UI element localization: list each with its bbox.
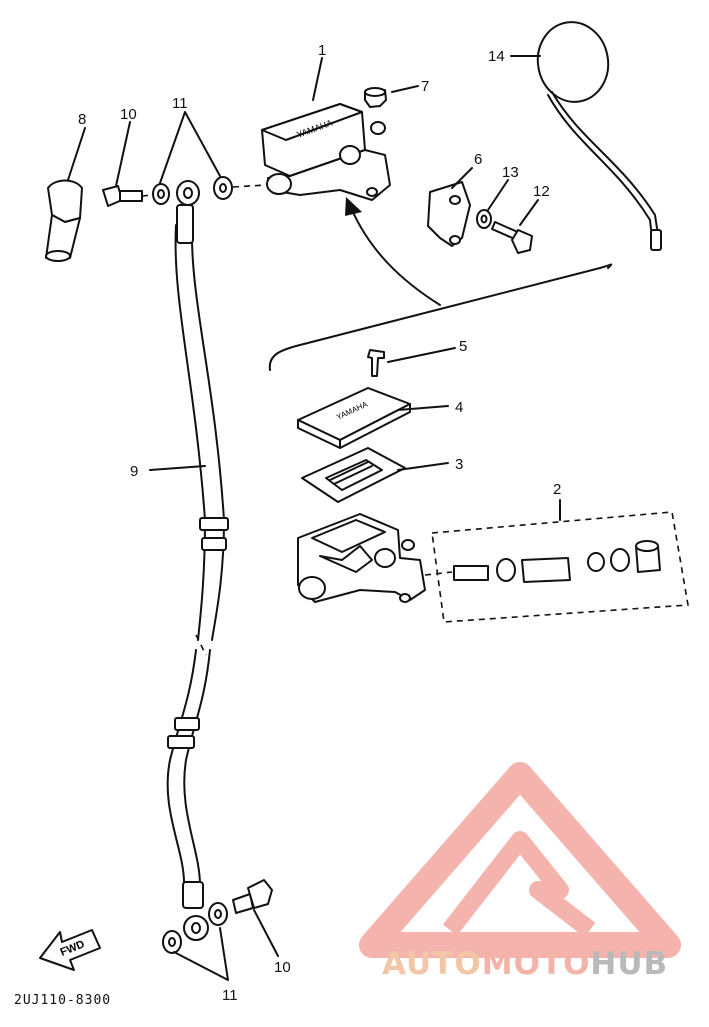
master-cylinder-body (297, 513, 426, 603)
washer-13 (476, 209, 492, 229)
callout-5: 5 (459, 338, 467, 355)
piston-kit (424, 511, 689, 623)
hose-end-bottom (183, 915, 209, 941)
assembly-line-1 (141, 194, 153, 197)
callout-3: 3 (455, 456, 463, 473)
callouts: 1 2 3 4 5 6 7 8 9 10 10 11 11 12 13 14 (78, 42, 561, 1004)
assembly-line-2 (232, 184, 267, 188)
hose-end-top (176, 180, 200, 206)
watermark-brand: AUTOMOTOHUB (382, 946, 668, 982)
boot-cover (45, 179, 83, 262)
fwd-arrow: FWD (39, 929, 101, 971)
bolt-12 (491, 221, 533, 254)
callout-1: 1 (318, 42, 326, 59)
mirror (536, 21, 662, 251)
callout-13: 13 (502, 164, 519, 181)
callout-7: 7 (421, 78, 429, 95)
callout-12: 12 (533, 183, 550, 200)
callout-6: 6 (474, 151, 482, 168)
reservoir-cap: YAMAHA (297, 387, 411, 449)
gasket-top-1 (152, 183, 170, 205)
brake-hose (166, 204, 229, 909)
callout-11-top: 11 (172, 95, 188, 112)
callout-14: 14 (488, 48, 505, 65)
cap-screw (364, 87, 387, 108)
callout-4: 4 (455, 399, 463, 416)
watermark-brand-hub: HUB (590, 946, 668, 982)
watermark-brand-moto: MOTO (482, 946, 591, 982)
leader-lines (67, 55, 561, 981)
union-bolt-top (102, 185, 143, 207)
gasket-bottom-2 (208, 902, 228, 926)
watermark-brand-auto: AUTO (382, 946, 482, 982)
watermark-logo (359, 762, 681, 958)
callout-2: 2 (553, 481, 561, 498)
callout-9: 9 (130, 463, 138, 480)
union-bolt-bottom (232, 879, 273, 914)
gasket-top-2 (213, 176, 233, 200)
holder (427, 181, 471, 247)
callout-10-bottom: 10 (274, 959, 291, 976)
master-cylinder: YAMAHA (261, 103, 391, 201)
gasket-bottom-1 (162, 930, 182, 954)
cap-screw-5 (367, 349, 385, 377)
diaphragm (301, 447, 406, 503)
reference-arrow (268, 197, 613, 371)
drawing-code: 2UJ110-8300 (14, 993, 111, 1008)
callout-10-top: 10 (120, 106, 137, 123)
callout-11-bottom: 11 (222, 987, 238, 1004)
callout-8: 8 (78, 111, 86, 128)
